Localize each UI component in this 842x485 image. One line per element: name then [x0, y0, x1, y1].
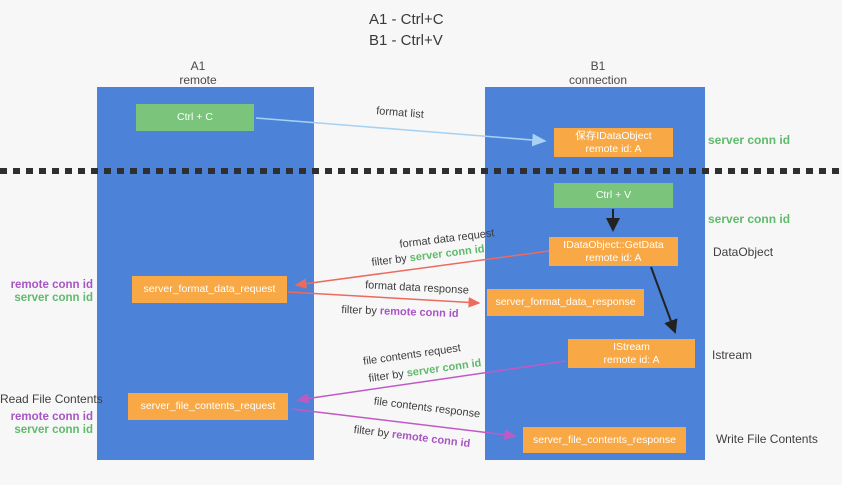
node-ctrl-c: Ctrl + C	[136, 104, 254, 131]
node-format-request-label: server_format_data_request	[143, 283, 276, 295]
annotation-read-file-contents: Read File Contents	[0, 392, 103, 406]
lane-a1-name: A1	[190, 59, 206, 73]
annotation-server-conn-id-top: server conn id	[708, 133, 791, 147]
title-line-2: B1 - Ctrl+V	[369, 32, 443, 49]
edge-label-format-data-response: format data response	[364, 279, 470, 297]
node-server-file-contents-response: server_file_contents_response	[523, 427, 686, 453]
filter-prefix-4: filter by	[353, 423, 390, 441]
node-save-idataobject-line2: remote id: A	[585, 142, 642, 155]
node-ctrl-c-label: Ctrl + C	[177, 111, 213, 123]
edge-label-file-contents-response: file contents response	[373, 395, 481, 421]
node-file-response-label: server_file_contents_response	[532, 433, 676, 446]
node-idataobject-getdata: IDataObject::GetData remote id: A	[549, 237, 678, 266]
lane-b1-role: connection	[568, 73, 628, 87]
node-server-format-data-response: server_format_data_response	[487, 289, 644, 316]
lane-a1-role: remote	[179, 73, 217, 87]
lane-header-b1: B1 connection	[569, 59, 627, 87]
node-ctrl-v-label: Ctrl + V	[595, 189, 632, 201]
dashed-separator	[0, 168, 842, 174]
node-istream-line2: remote id: A	[603, 353, 660, 366]
lane-b1-name: B1	[590, 59, 606, 73]
group1-remote-conn-id: remote conn id	[10, 279, 93, 291]
annotation-istream: Istream	[712, 348, 753, 362]
group1-server-conn-id: server conn id	[14, 292, 93, 304]
node-file-request-label: server_file_contents_request	[140, 400, 276, 412]
filter-prefix-3: filter by	[367, 368, 405, 385]
node-save-idataobject: 保存IDataObject remote id: A	[554, 128, 673, 157]
edge-label-format-list: format list	[375, 105, 425, 121]
filter-value-2: remote conn id	[379, 305, 459, 321]
group2-remote-conn-id: remote conn id	[10, 411, 93, 423]
node-save-idataobject-line1: 保存IDataObject	[575, 129, 652, 142]
group2-server-conn-id: server conn id	[14, 424, 93, 436]
node-server-file-contents-request: server_file_contents_request	[128, 393, 288, 420]
filter-value-3: server conn id	[405, 357, 483, 380]
annotation-dataobject: DataObject	[713, 245, 774, 259]
node-format-response-label: server_format_data_response	[495, 296, 636, 308]
node-ctrl-v: Ctrl + V	[554, 183, 673, 208]
filter-value-4: remote conn id	[391, 428, 471, 451]
annotation-conn-ids-group2: remote conn id server conn id	[0, 411, 93, 437]
lane-header-a1: A1 remote	[179, 59, 216, 87]
node-istream: IStream remote id: A	[568, 339, 695, 368]
node-server-format-data-request: server_format_data_request	[132, 276, 287, 303]
annotation-conn-ids-group1: remote conn id server conn id	[0, 279, 93, 305]
filter-prefix-1: filter by	[370, 252, 408, 269]
title-line-1: A1 - Ctrl+C	[369, 11, 444, 28]
annotation-write-file-contents: Write File Contents	[716, 432, 818, 446]
annotation-server-conn-id-mid: server conn id	[708, 212, 791, 226]
filter-prefix-2: filter by	[341, 303, 378, 318]
node-istream-line1: IStream	[613, 340, 650, 353]
node-getdata-line2: remote id: A	[585, 251, 642, 264]
node-getdata-line1: IDataObject::GetData	[563, 238, 664, 251]
diagram-title: A1 - Ctrl+C B1 - Ctrl+V	[369, 9, 444, 51]
